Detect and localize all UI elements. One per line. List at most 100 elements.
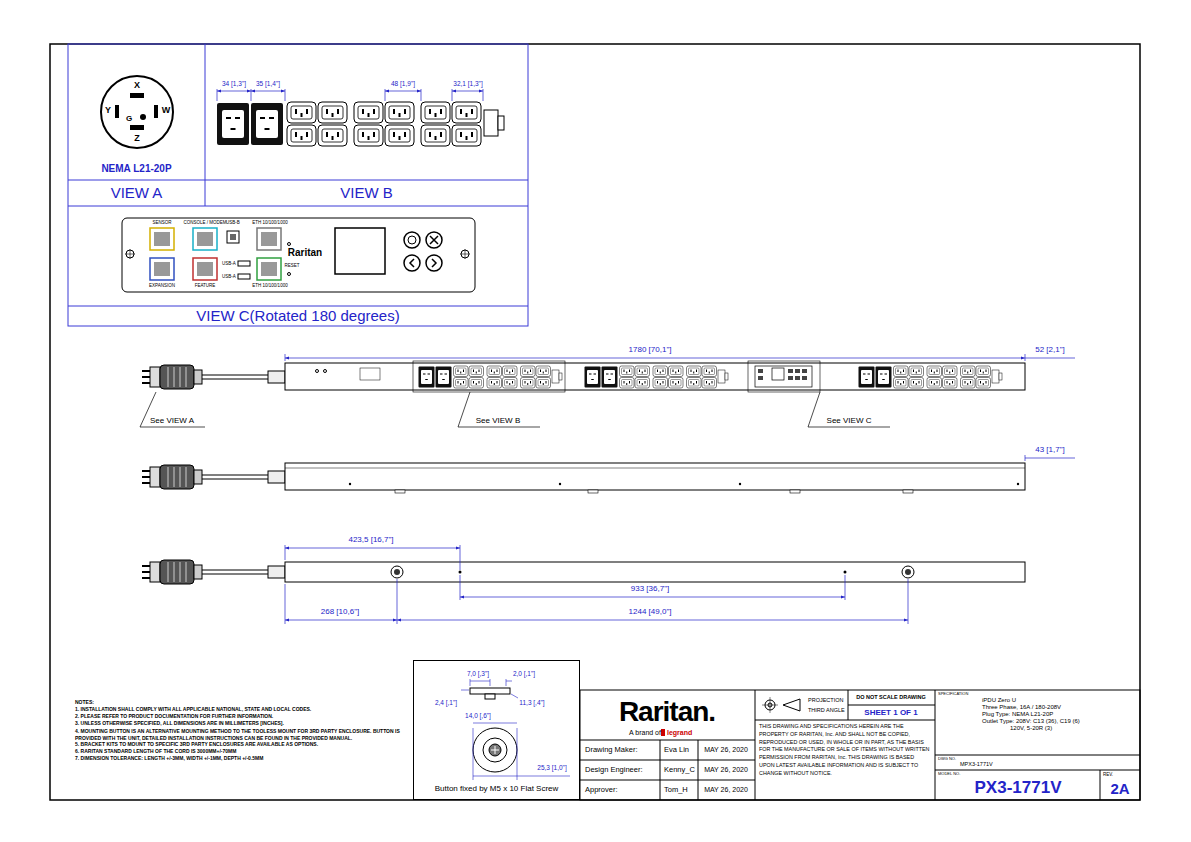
plug-face: [130, 93, 144, 98]
dimension-text: 34 [1,3"]: [222, 80, 246, 87]
controller-panel: [408, 236, 416, 244]
front-elevation: [458, 427, 540, 428]
side-elevation: [395, 490, 405, 493]
detail-box: Button fixed by M5 x 10 Flat Screw: [413, 660, 580, 800]
rear-elevation: [460, 597, 845, 598]
label: Z: [134, 134, 140, 144]
title-block: [935, 690, 936, 800]
controller-panel: [193, 228, 217, 250]
outlet-view: [217, 91, 251, 92]
label: DWG NO.: [938, 757, 956, 761]
label: See VIEW C: [827, 417, 872, 426]
label: THIRD ANGLE: [808, 707, 845, 713]
controller-panel: [227, 231, 239, 243]
label: MAY 26, 2020: [704, 786, 748, 794]
view-title: VIEW A: [111, 184, 163, 201]
button-detail: [461, 690, 469, 691]
button-detail: [470, 681, 490, 682]
rear-elevation: [908, 579, 909, 624]
label: MAY 26, 2020: [704, 746, 748, 754]
controller-panel: [288, 273, 291, 276]
controller-panel: [122, 218, 475, 292]
front-elevation: [795, 376, 800, 380]
dimension-text: 1244 [49,0"]: [629, 608, 672, 617]
label: Outlet Type: 208V: C13 (36), C19 (6): [982, 718, 1080, 725]
front-elevation: [316, 370, 319, 373]
controller-panel: [461, 250, 469, 258]
title-block: [580, 760, 755, 761]
controller-panel: [404, 255, 420, 271]
controller-panel: [257, 258, 281, 280]
front-elevation: [802, 376, 807, 380]
front-elevation: [458, 392, 470, 427]
controller-panel: [238, 274, 250, 279]
rear-elevation: [285, 562, 1025, 582]
dimension-text: 14,0 [,6"]: [465, 712, 491, 719]
side-elevation: [285, 463, 1025, 490]
dimension-text: 1780 [70,1"]: [629, 346, 672, 355]
button-detail: [489, 744, 501, 756]
front-elevation: [748, 361, 820, 392]
label: CONSOLE / MODEM: [183, 221, 226, 226]
controller-panel: [288, 243, 291, 246]
button-detail: [473, 728, 474, 780]
label: Kenny_C: [664, 766, 695, 774]
controller-panel: [465, 249, 466, 259]
label: Drawing Maker:: [585, 746, 638, 754]
label: EXPANSION: [149, 284, 175, 289]
label: See VIEW A: [150, 417, 194, 426]
label: W: [162, 106, 171, 116]
front-elevation: [419, 366, 563, 388]
outlet-view: [385, 89, 386, 101]
button-detail: [483, 738, 507, 762]
controller-panel: [261, 262, 277, 276]
title-block: [698, 740, 699, 800]
dimension-text: SHEET 1 OF 1: [864, 709, 917, 718]
label: A brand of: [629, 729, 661, 737]
controller-panel: [197, 262, 213, 276]
title-block: [755, 720, 935, 721]
dimension-text: 933 [36,7"]: [631, 585, 669, 594]
front-elevation: [808, 427, 890, 428]
view-label-cell: VIEW A: [68, 180, 205, 206]
rear-elevation: [902, 566, 914, 578]
label: MAY 26, 2020: [704, 766, 748, 774]
label: PROJECTION: [808, 697, 843, 703]
controller-panel: [261, 232, 277, 246]
label: Three Phase, 16A / 180-208V: [982, 704, 1061, 711]
title-block: [755, 690, 756, 800]
side-elevation: [559, 483, 561, 485]
title-block: [580, 690, 1140, 800]
view-title: NEMA L21-20P: [101, 163, 171, 175]
rear-elevation: [905, 569, 911, 575]
side-elevation: [349, 483, 351, 485]
label: Eva Lin: [664, 746, 689, 754]
dimension-text: 7,0 [,3"]: [467, 670, 489, 677]
dimension-text: 48 [1,9"]: [391, 80, 415, 87]
controller-panel: [193, 258, 217, 280]
front-elevation: [788, 369, 793, 373]
side-elevation: [142, 455, 1075, 493]
controller-panel: [410, 259, 414, 267]
front-elevation: [755, 366, 812, 387]
side-elevation: [790, 490, 800, 493]
front-elevation: [360, 368, 380, 380]
view-title: VIEW B: [340, 184, 393, 201]
view-title: VIEW C(Rotated 180 degrees): [196, 307, 399, 324]
title-block: [848, 705, 935, 706]
outlet-view: [251, 91, 285, 92]
label: iPDU Zero U: [982, 697, 1016, 704]
button-detail: [506, 679, 507, 686]
button-detail: [485, 694, 495, 699]
rear-elevation: [459, 571, 462, 574]
note-text: 3. UNLESS OTHERWISE SPECIFIED, ALL DIMEN…: [75, 721, 284, 727]
side-elevation: [142, 465, 285, 489]
sheet-frame: [50, 44, 1140, 800]
front-elevation: [808, 392, 820, 427]
title-block: [580, 780, 755, 781]
rear-elevation: [391, 566, 403, 578]
view-label-cell: VIEW C(Rotated 180 degrees): [68, 306, 528, 326]
view-table: [68, 306, 528, 307]
outlet-view: [483, 89, 484, 101]
